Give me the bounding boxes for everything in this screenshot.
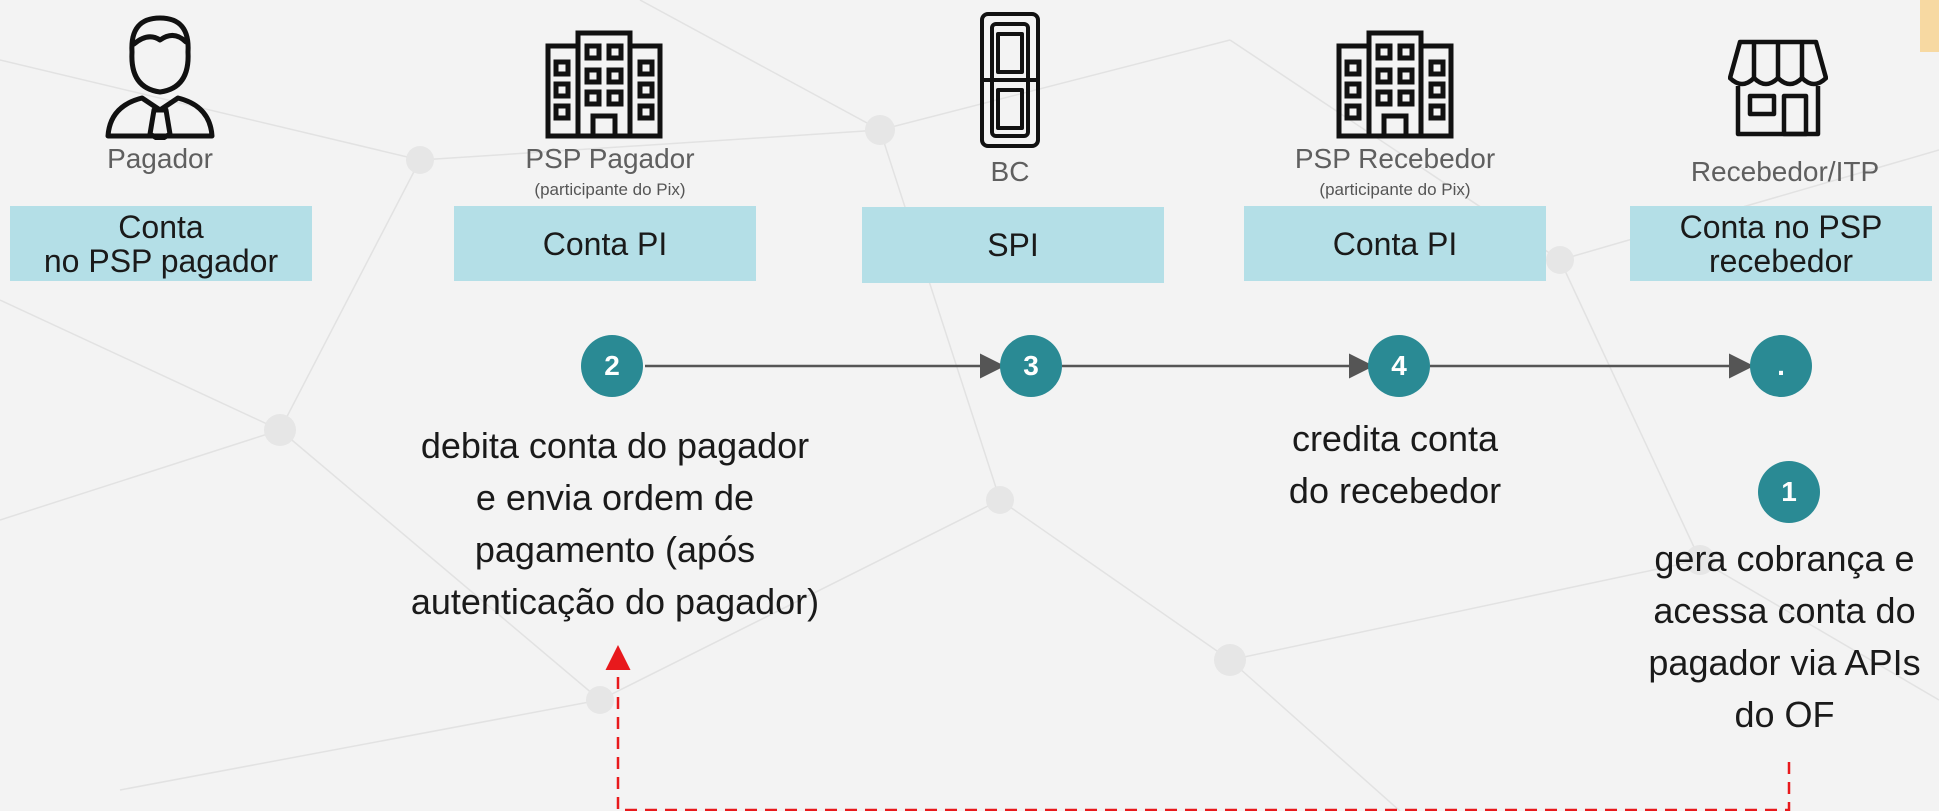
building-icon — [545, 30, 663, 139]
actor-label-pagador: Pagador — [107, 143, 213, 174]
step-circle-end: . — [1750, 335, 1812, 397]
account-box-psp-recebedor: Conta PI — [1244, 206, 1546, 281]
actor-label-psp-pagador: PSP Pagador — [525, 143, 695, 174]
account-box-spi: SPI — [862, 207, 1164, 283]
actor-subtitle-psp-recebedor: (participante do Pix) — [1319, 180, 1471, 199]
account-box-pagador: Conta no PSP pagador — [10, 206, 312, 281]
actor-label-bc: BC — [990, 156, 1030, 187]
step-circle-3: 3 — [1000, 335, 1062, 397]
step-description-4: credita conta do recebedor — [1288, 418, 1502, 511]
person-icon — [105, 15, 215, 140]
column-icon — [980, 12, 1040, 148]
step-circle-4: 4 — [1368, 335, 1430, 397]
actor-label-psp-recebedor: PSP Recebedor — [1294, 143, 1496, 174]
building-icon — [1336, 30, 1454, 139]
storefront-icon — [1728, 39, 1828, 137]
account-box-recebedor: Conta no PSP recebedor — [1630, 206, 1932, 281]
account-box-psp-pagador: Conta PI — [454, 206, 756, 281]
step-description-1: gera cobrança e acessa conta do pagador … — [1648, 538, 1921, 735]
corner-accent-tab — [1920, 0, 1939, 52]
actor-subtitle-psp-pagador: (participante do Pix) — [534, 180, 686, 199]
step-circle-1: 1 — [1758, 461, 1820, 523]
step-description-2: debita conta do pagador e envia ordem de… — [410, 425, 820, 622]
actor-label-recebedor-itp: Recebedor/ITP — [1690, 156, 1880, 187]
step-circle-2: 2 — [581, 335, 643, 397]
